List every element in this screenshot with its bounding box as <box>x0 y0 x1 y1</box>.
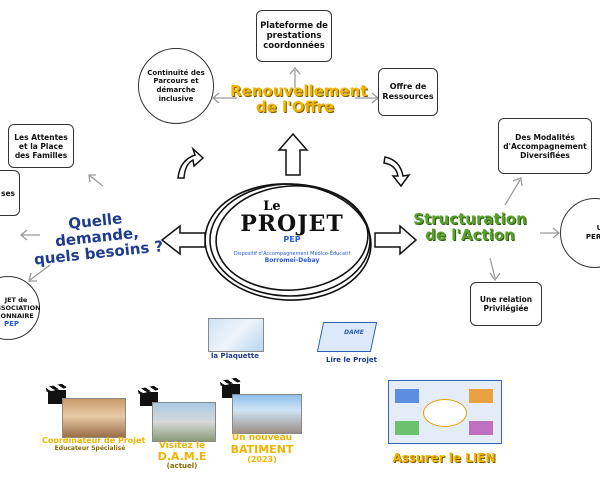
lien-card <box>469 389 493 403</box>
visitez-caption-3: (actuel) <box>166 462 198 470</box>
lien-card <box>469 421 493 435</box>
node-offre-ressources-label: Offre de Ressources <box>382 82 434 101</box>
center-subtitle-line1: Dispositif d'Accompagnement Médico-Éduca… <box>233 250 351 257</box>
lien-center-bubble <box>423 399 467 427</box>
node-offre-ressources: Offre de Ressources <box>378 68 438 116</box>
node-continuite: Continuité des Parcours et démarche incl… <box>138 48 214 124</box>
book-dame-label: DAME <box>343 329 365 336</box>
center-subtitle-line2: Borromei-Debay <box>264 257 320 265</box>
up-arrow <box>277 132 309 176</box>
node-attentes: Les Attentes et la Place des Familles <box>8 124 74 168</box>
branch-right: Structuration de l'Action <box>410 210 530 244</box>
plaquette-thumbnail[interactable] <box>208 318 264 352</box>
node-personne-label: Un PERSON <box>585 224 600 241</box>
node-projet-asso-label: JET de ASSOCIATION IONNAIRE <box>0 295 41 321</box>
lien-diagram-thumbnail[interactable] <box>388 380 502 444</box>
left-arrow <box>160 224 206 256</box>
plaquette-caption[interactable]: la Plaquette <box>211 352 259 360</box>
node-plateforme-label: Plateforme de prestations coordonnées <box>260 20 328 52</box>
node-relation-label: Une relation Privilégiée <box>479 295 533 313</box>
branch-bottom[interactable]: Assurer le LIEN <box>382 452 506 465</box>
curved-arrow-topleft <box>177 146 205 179</box>
thin-arrows <box>19 66 561 282</box>
branch-top: Renouvellement de l'Offre <box>230 83 367 116</box>
visitez-caption-2: D.A.M.E <box>157 450 207 463</box>
visitez-caption-1[interactable]: Visitez le <box>158 441 206 451</box>
visitez-video[interactable] <box>152 402 216 442</box>
book-icon[interactable]: DAME <box>316 322 378 352</box>
node-attentes-label: Les Attentes et la Place des Familles <box>14 132 68 160</box>
batiment-caption-1[interactable]: Un nouveau <box>231 433 293 443</box>
lien-card <box>395 389 419 403</box>
lien-card <box>395 421 419 435</box>
lire-projet-caption[interactable]: Lire le Projet <box>326 356 377 364</box>
branch-top-label: Renouvellement de l'Offre <box>230 82 368 116</box>
right-arrow <box>374 224 418 256</box>
center-block: Le PROJET PEP Dispositif d'Accompagnemen… <box>230 200 354 292</box>
curved-arrow-topright <box>383 156 411 188</box>
coordinateur-caption[interactable]: Coordinateur de Projet <box>42 436 146 445</box>
batiment-video[interactable] <box>232 394 302 434</box>
coordinateur-video[interactable] <box>62 398 126 438</box>
clapperboard-icon <box>48 390 66 404</box>
center-title-small: Le <box>263 199 281 214</box>
node-relation: Une relation Privilégiée <box>470 282 542 326</box>
center-title: PROJET <box>240 211 344 237</box>
node-partial-left-label: ses <box>0 188 15 198</box>
center-logo-icon: PEP <box>283 235 301 244</box>
node-plateforme: Plateforme de prestations coordonnées <box>256 10 332 62</box>
batiment-caption-3: (2023) <box>247 455 277 464</box>
branch-bottom-label: Assurer le LIEN <box>392 451 496 465</box>
center-scribble <box>204 183 372 301</box>
node-partial-left: ses <box>0 170 20 216</box>
node-modalites-label: Des Modalités d'Accompagnement Diversifi… <box>503 132 587 160</box>
node-modalites: Des Modalités d'Accompagnement Diversifi… <box>498 118 592 174</box>
asso-logo-icon: PEP <box>4 320 20 328</box>
node-continuite-label: Continuité des Parcours et démarche incl… <box>147 68 205 103</box>
coordinateur-subcaption: Educateur Spécialisé <box>54 445 126 452</box>
branch-right-label: Structuration de l'Action <box>413 210 527 244</box>
batiment-caption-2: BATIMENT <box>230 443 294 456</box>
